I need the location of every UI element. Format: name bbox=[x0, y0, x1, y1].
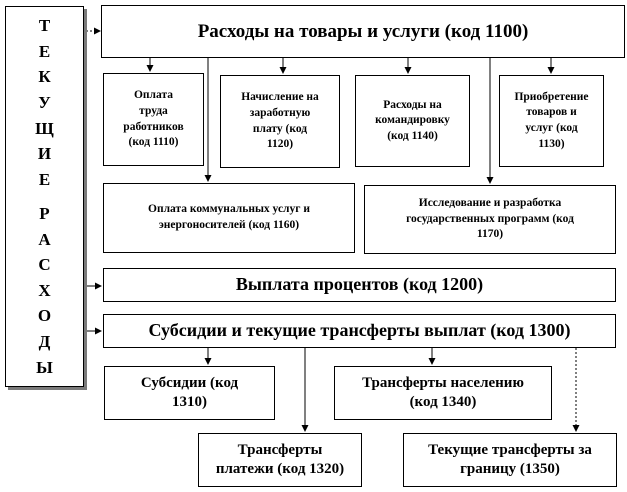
box-label: Оплата коммунальных услуг и энергоносите… bbox=[148, 203, 310, 231]
vertical-letter: Е bbox=[38, 41, 51, 61]
vertical-label-current-expenses: Т Е К У Щ И Е Р А С Х О Д Ы bbox=[5, 6, 84, 387]
vertical-letter: Т bbox=[38, 16, 51, 36]
box-transfers-abroad-1350: Текущие трансферты за границу (1350) bbox=[403, 433, 617, 487]
box-label: Текущие трансферты за границу (1350) bbox=[428, 442, 592, 477]
box-transfers-population-1340: Трансферты населению (код 1340) bbox=[334, 366, 552, 420]
vertical-letter: Щ bbox=[35, 118, 54, 138]
box-goods-services-1100: Расходы на товары и услуги (код 1100) bbox=[101, 5, 625, 58]
vertical-letter: Д bbox=[38, 332, 51, 352]
box-transfer-payments-1320: Трансферты платежи (код 1320) bbox=[198, 433, 362, 487]
vertical-letter: А bbox=[38, 229, 51, 249]
box-interest-1200: Выплата процентов (код 1200) bbox=[103, 268, 616, 302]
box-business-trip-1140: Расходы на командировку (код 1140) bbox=[355, 75, 470, 167]
vertical-letter: Х bbox=[38, 280, 51, 300]
box-label: Расходы на командировку (код 1140) bbox=[375, 98, 450, 142]
box-label: Трансферты населению (код 1340) bbox=[362, 375, 524, 410]
box-label: Расходы на товары и услуги (код 1100) bbox=[197, 20, 529, 42]
box-goods-purchase-1130: Приобретение товаров и услуг (код 1130) bbox=[499, 75, 604, 167]
vertical-letter: Р bbox=[39, 204, 50, 224]
vertical-letter: Ы bbox=[36, 357, 53, 377]
box-utilities-1160: Оплата коммунальных услуг и энергоносите… bbox=[103, 183, 355, 253]
box-research-1170: Исследование и разработка государственны… bbox=[364, 185, 616, 254]
box-label: Выплата процентов (код 1200) bbox=[235, 274, 484, 295]
vertical-letter: О bbox=[37, 306, 52, 326]
box-label: Оплата труда работников (код 1110) bbox=[123, 89, 184, 149]
box-label: Исследование и разработка государственны… bbox=[406, 197, 574, 241]
box-label: Субсидии и текущие трансферты выплат (ко… bbox=[148, 320, 571, 341]
vertical-letter: У bbox=[38, 93, 51, 113]
box-subsidies-transfers-1300: Субсидии и текущие трансферты выплат (ко… bbox=[103, 314, 616, 348]
box-payroll-accruals-1120: Начисление на заработную плату (код 1120… bbox=[220, 75, 340, 168]
box-label: Субсидии (код 1310) bbox=[140, 375, 239, 410]
box-label: Начисление на заработную плату (код 1120… bbox=[241, 91, 319, 151]
vertical-letter: С bbox=[38, 255, 51, 275]
vertical-letter: И bbox=[37, 144, 52, 164]
box-wages-1110: Оплата труда работников (код 1110) bbox=[103, 73, 204, 166]
box-label: Трансферты платежи (код 1320) bbox=[215, 442, 345, 477]
vertical-letter: К bbox=[38, 67, 51, 87]
box-label: Приобретение товаров и услуг (код 1130) bbox=[514, 90, 589, 150]
vertical-letter: Е bbox=[38, 169, 51, 189]
box-subsidies-1310: Субсидии (код 1310) bbox=[104, 366, 275, 420]
